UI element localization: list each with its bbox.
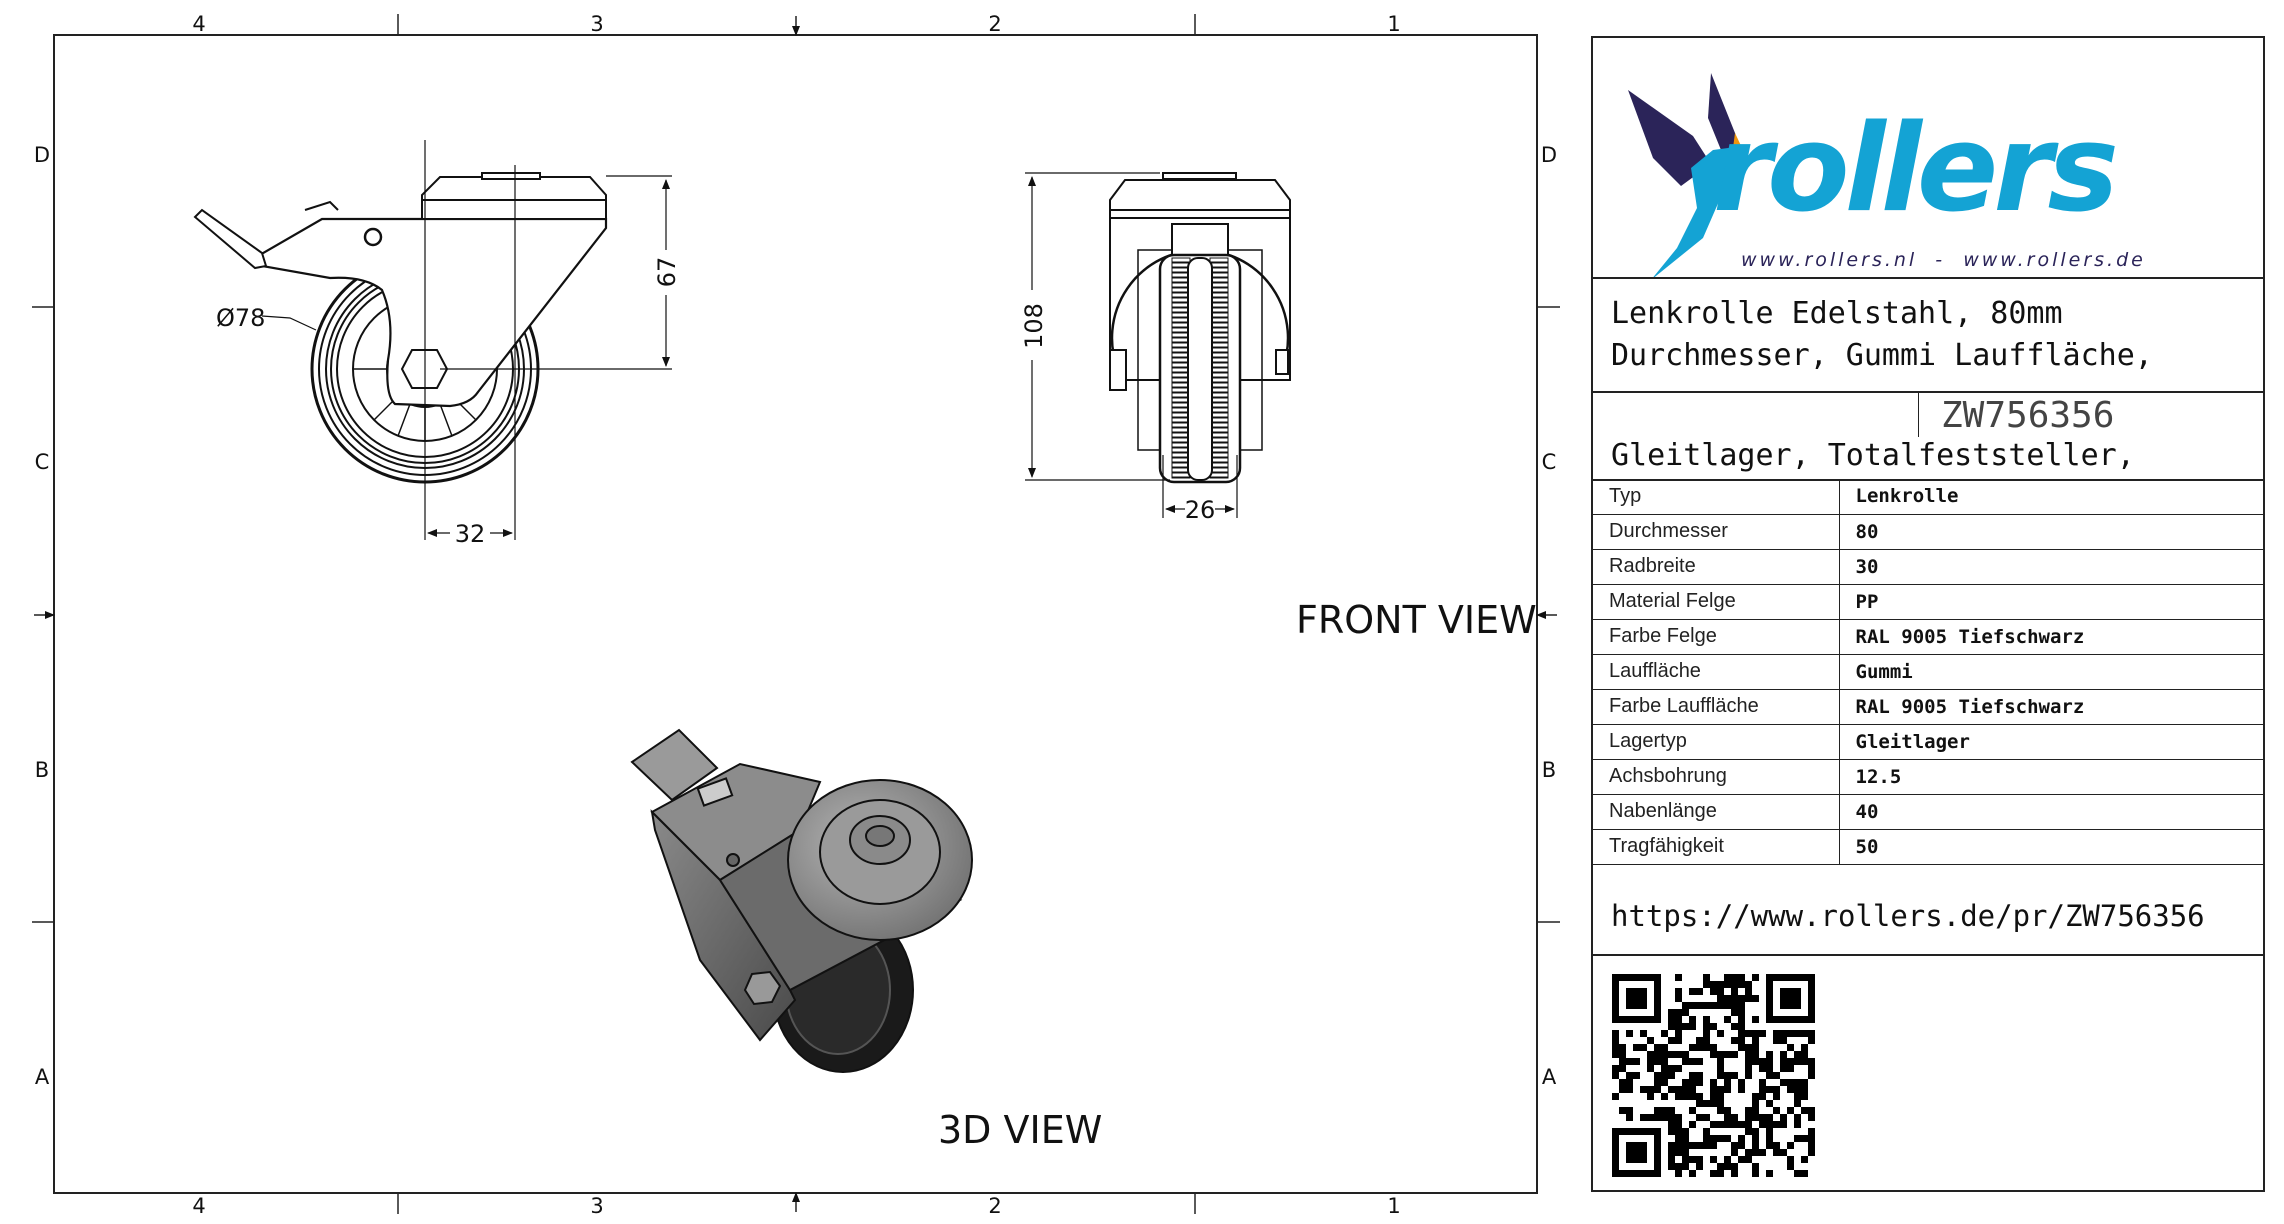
qr-code-icon [1612, 974, 1815, 1177]
iso-view [630, 728, 973, 1073]
column-label: 1 [1387, 1194, 1400, 1218]
row-label: A [1542, 1065, 1557, 1089]
spec-label: Achsbohrung [1593, 759, 1840, 795]
spec-label: Lagertyp [1593, 724, 1840, 760]
offset-dimension: 32 [455, 520, 486, 548]
top-plate [421, 176, 607, 220]
spec-label: Durchmesser [1593, 514, 1840, 550]
spec-label: Lauffläche [1593, 654, 1840, 690]
product-description: Lenkrolle Edelstahl, 80mm Durchmesser, G… [1593, 277, 2263, 393]
row-label: D [34, 143, 50, 167]
rollers-logo: rollers www.rollers.nl - www.rollers.de [1593, 38, 2263, 280]
rollers-logo-icon: rollers www.rollers.nl - www.rollers.de [1628, 73, 2146, 280]
row-label: C [35, 450, 50, 474]
spec-value: 30 [1839, 549, 2263, 585]
description-article-row: ZW756356 Gleitlager, Totalfeststeller, [1593, 393, 2263, 481]
spec-label: Tragfähigkeit [1593, 829, 1840, 865]
spec-label: Typ [1593, 479, 1840, 515]
spec-label: Radbreite [1593, 549, 1840, 585]
row-label: C [1542, 450, 1557, 474]
article-number: ZW756356 [1941, 395, 2115, 436]
column-label: 1 [1387, 12, 1400, 36]
row-label: B [1542, 758, 1556, 782]
total-height-dimension: 108 [1020, 303, 1048, 349]
spec-value: 12.5 [1839, 759, 2263, 795]
column-label: 3 [590, 1194, 603, 1218]
description-line: Gleitlager, Totalfeststeller, [1611, 438, 2135, 473]
spec-value: PP [1839, 584, 2263, 620]
product-url[interactable]: https://www.rollers.de/pr/ZW756356 [1593, 879, 2263, 956]
spec-value: RAL 9005 Tiefschwarz [1839, 619, 2263, 655]
spec-value: Gleitlager [1839, 724, 2263, 760]
spec-label: Nabenlänge [1593, 794, 1840, 830]
spec-label: Material Felge [1593, 584, 1840, 620]
spec-value: 40 [1839, 794, 2263, 830]
spec-value: 80 [1839, 514, 2263, 550]
row-label: A [35, 1065, 50, 1089]
spec-value: Gummi [1839, 654, 2263, 690]
height-offset-dimension: 67 [653, 257, 681, 288]
spec-value: Lenkrolle [1839, 479, 2263, 515]
logo-brand: rollers [1713, 100, 2115, 239]
description-line: Durchmesser, Gummi Lauffläche, [1611, 338, 2153, 373]
spec-label: Farbe Felge [1593, 619, 1840, 655]
column-label: 3 [590, 12, 603, 36]
3d-view-label: 3D VIEW [938, 1108, 1102, 1152]
column-label: 2 [988, 12, 1001, 36]
front-view-label: FRONT VIEW [1296, 598, 1537, 642]
logo-urls: www.rollers.nl - www.rollers.de [1741, 249, 2146, 271]
brake-lever [193, 208, 268, 270]
column-label: 4 [192, 1194, 205, 1218]
width-dimension: 26 [1185, 496, 1216, 524]
row-label: D [1541, 143, 1557, 167]
column-label: 2 [988, 1194, 1001, 1218]
spec-value: 50 [1839, 829, 2263, 865]
diameter-dimension: Ø78 [216, 304, 265, 332]
divider [1918, 393, 1919, 437]
row-label: B [35, 758, 49, 782]
zone-ticks [32, 14, 1560, 1214]
front-view [1109, 172, 1291, 484]
front-dimensions [1025, 172, 1238, 518]
column-label: 4 [192, 12, 205, 36]
spec-value: RAL 9005 Tiefschwarz [1839, 689, 2263, 725]
description-line: Lenkrolle Edelstahl, 80mm [1611, 296, 2063, 331]
spec-label: Farbe Lauffläche [1593, 689, 1840, 725]
title-block: rollers www.rollers.nl - www.rollers.de … [1591, 36, 2265, 1192]
side-dimensions [261, 140, 672, 540]
